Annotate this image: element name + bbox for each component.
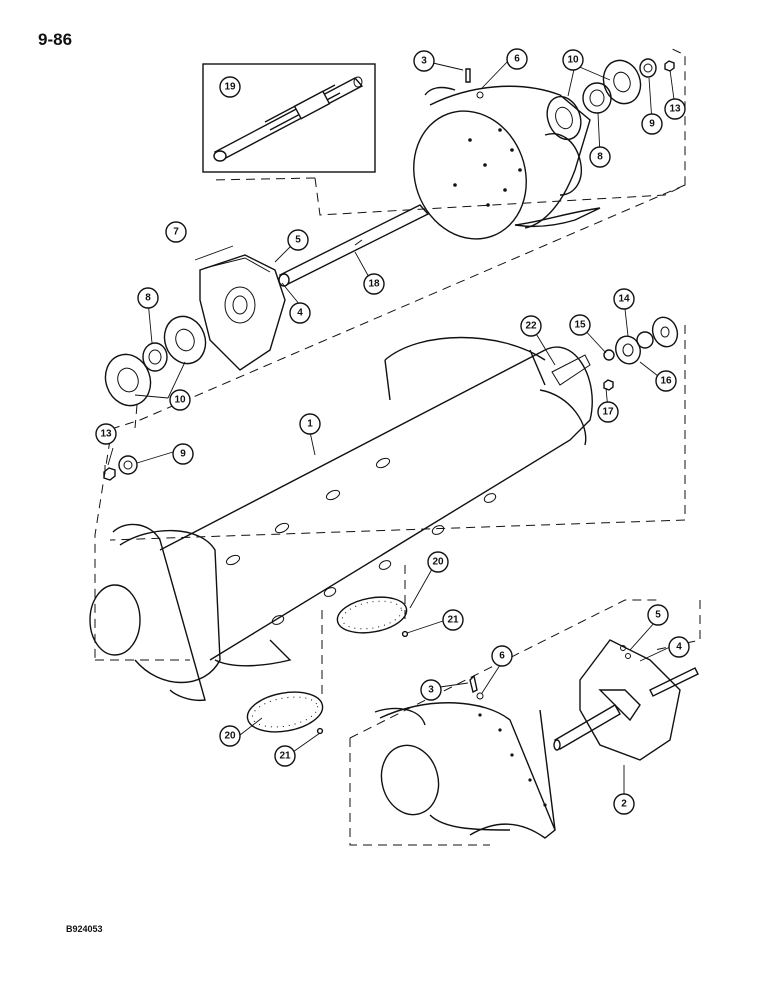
callout-1: 1 <box>299 413 321 435</box>
left-bearing-assembly <box>103 315 207 481</box>
callout-4-upper: 4 <box>289 302 311 324</box>
callout-21-right: 21 <box>442 609 464 631</box>
callout-10-lower: 10 <box>169 389 191 411</box>
callout-8-upper: 8 <box>589 146 611 168</box>
svg-text:2: 2 <box>621 799 627 810</box>
callout-5-upper: 5 <box>287 229 309 251</box>
callout-22: 22 <box>520 315 542 337</box>
svg-text:8: 8 <box>145 293 151 304</box>
svg-text:20: 20 <box>224 731 236 742</box>
svg-text:19: 19 <box>224 82 236 93</box>
callout-10-upper: 10 <box>562 49 584 71</box>
svg-text:4: 4 <box>297 308 303 319</box>
svg-text:15: 15 <box>574 320 586 331</box>
inset-shaft-detail <box>202 63 376 173</box>
screws-21 <box>316 630 409 735</box>
callout-8-lower: 8 <box>137 287 159 309</box>
callout-21-left: 21 <box>274 745 296 767</box>
svg-text:21: 21 <box>279 751 291 762</box>
callout-17: 17 <box>597 401 619 423</box>
svg-text:1: 1 <box>307 419 313 430</box>
svg-text:14: 14 <box>618 294 630 305</box>
callout-3-lower: 3 <box>420 679 442 701</box>
main-drum-1 <box>89 336 593 702</box>
svg-text:18: 18 <box>368 279 380 290</box>
svg-text:8: 8 <box>597 152 603 163</box>
callout-leaders <box>107 59 676 795</box>
callout-5-lower: 5 <box>647 604 669 626</box>
callout-15: 15 <box>569 314 591 336</box>
svg-text:4: 4 <box>676 642 682 653</box>
svg-text:7: 7 <box>173 227 179 238</box>
svg-text:6: 6 <box>514 54 520 65</box>
upper-bolt-washer <box>465 68 484 99</box>
svg-text:3: 3 <box>421 56 427 67</box>
svg-text:10: 10 <box>567 55 579 66</box>
lower-drum-section <box>374 702 556 839</box>
svg-text:16: 16 <box>660 376 672 387</box>
svg-text:17: 17 <box>602 407 614 418</box>
callout-4-lower: 4 <box>668 636 690 658</box>
svg-text:20: 20 <box>432 557 444 568</box>
callout-9-lower: 9 <box>172 443 194 465</box>
callout-2: 2 <box>613 793 635 815</box>
callout-3-upper: 3 <box>413 50 435 72</box>
svg-text:6: 6 <box>499 651 505 662</box>
svg-text:22: 22 <box>525 321 537 332</box>
svg-text:9: 9 <box>649 119 655 130</box>
callout-7: 7 <box>165 221 187 243</box>
callout-20-right: 20 <box>427 551 449 573</box>
svg-text:10: 10 <box>174 395 186 406</box>
callout-9-upper: 9 <box>641 113 663 135</box>
callout-20-left: 20 <box>219 725 241 747</box>
svg-text:21: 21 <box>447 615 459 626</box>
svg-text:9: 9 <box>180 449 186 460</box>
callout-6-lower: 6 <box>491 645 513 667</box>
callout-19: 19 <box>219 76 241 98</box>
callout-13-upper: 13 <box>664 98 686 120</box>
svg-text:3: 3 <box>428 685 434 696</box>
dashed-assembly-boundaries <box>94 46 701 846</box>
cover-plate-20-left <box>246 691 324 733</box>
svg-text:5: 5 <box>295 235 301 246</box>
svg-text:5: 5 <box>655 610 661 621</box>
page-number: 9-86 <box>38 30 73 49</box>
lower-bolt-washer <box>469 645 631 700</box>
end-plate-2 <box>553 639 699 761</box>
callout-14: 14 <box>613 288 635 310</box>
callout-18: 18 <box>363 273 385 295</box>
figure-code: B924053 <box>66 924 103 934</box>
callout-6-upper: 6 <box>506 48 528 70</box>
upper-drum-section <box>413 85 601 240</box>
end-plate-7 <box>199 254 286 371</box>
callout-16: 16 <box>655 370 677 392</box>
callout-13-lower: 13 <box>95 423 117 445</box>
upper-right-bearing-assembly <box>546 58 675 141</box>
right-bearing-assembly <box>551 316 679 391</box>
svg-text:13: 13 <box>100 429 112 440</box>
svg-text:13: 13 <box>669 104 681 115</box>
cover-plate-20-right <box>336 596 408 634</box>
